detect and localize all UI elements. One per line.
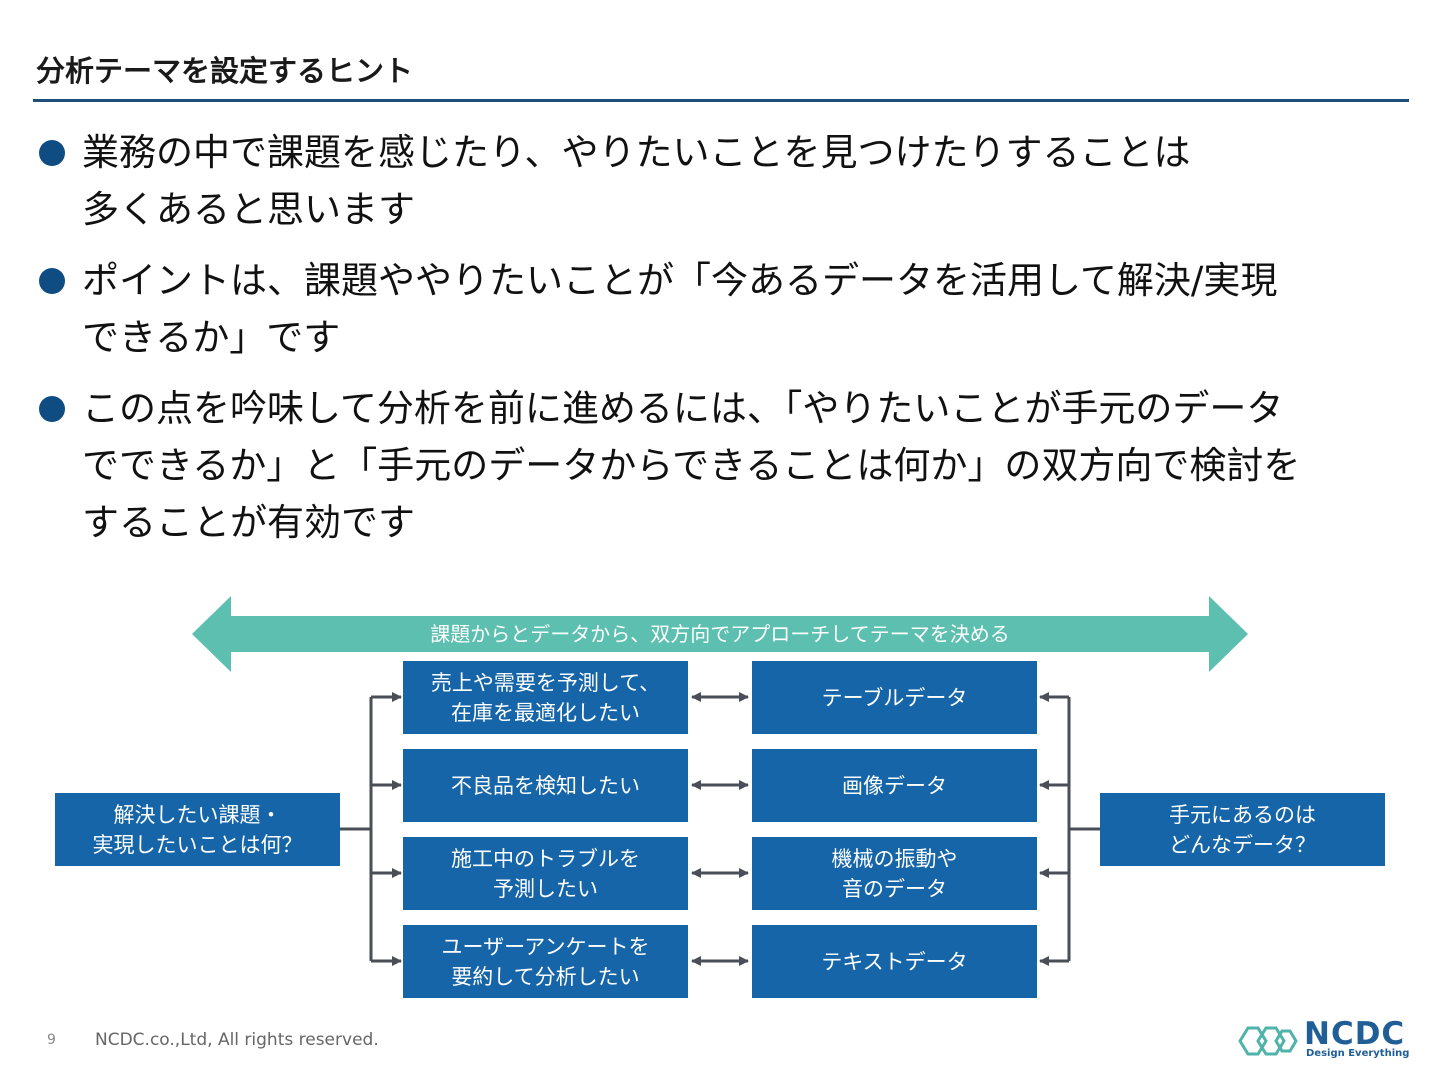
issue-question-box: 解決したい課題・ 実現したいことは何？ xyxy=(55,793,340,866)
copyright-text: NCDC.co.,Ltd, All rights reserved. xyxy=(95,1030,379,1050)
box-line: 不良品を検知したい xyxy=(451,773,640,798)
task-box-defect: 不良品を検知したい xyxy=(403,749,688,822)
banner-label: 課題からとデータから、双方向でアプローチしてテーマを決める xyxy=(430,622,1010,646)
box-line: テキストデータ xyxy=(821,949,968,974)
bullet-line: この点を吟味して分析を前に進めるには、「やりたいことが手元のデータ xyxy=(82,387,1284,430)
logo-wordmark: NCDC xyxy=(1304,1016,1406,1052)
data-box-text: テキストデータ xyxy=(752,925,1037,998)
bullet-item-1: 業務の中で課題を感じたり、やりたいことを見つけたりすることは 多くあると思います xyxy=(36,124,1416,238)
data-box-image: 画像データ xyxy=(752,749,1037,822)
bullet-text-2: ポイントは、課題ややりたいことが「今あるデータを活用して解決/実現 できるか」で… xyxy=(82,252,1416,366)
bullet-text-3: この点を吟味して分析を前に進めるには、「やりたいことが手元のデータ でできるか」… xyxy=(82,380,1416,551)
data-box-table: テーブルデータ xyxy=(752,661,1037,734)
box-line: 施工中のトラブルを xyxy=(451,846,640,871)
page-number: 9 xyxy=(47,1032,56,1048)
bullet-dot-icon xyxy=(39,396,65,422)
task-box-trouble: 施工中のトラブルを 予測したい xyxy=(403,837,688,910)
box-line: どんなデータ？ xyxy=(1169,832,1316,857)
bullet-dot-icon xyxy=(39,268,65,294)
data-box-vibration: 機械の振動や 音のデータ xyxy=(752,837,1037,910)
bullet-dot-icon xyxy=(39,140,65,166)
bullet-item-3: この点を吟味して分析を前に進めるには、「やりたいことが手元のデータ でできるか」… xyxy=(36,380,1416,551)
box-line: 解決したい課題・ xyxy=(113,802,282,827)
box-line: 画像データ xyxy=(842,773,947,798)
box-line: 音のデータ xyxy=(842,876,947,901)
box-line: 予測したい xyxy=(493,876,598,901)
bullet-line: することが有効です xyxy=(82,501,415,544)
logo-tagline: Design Everything xyxy=(1306,1048,1410,1059)
task-box-forecast: 売上や需要を予測して、 在庫を最適化したい xyxy=(403,661,688,734)
box-line: テーブルデータ xyxy=(821,685,968,710)
bullet-line: 多くあると思います xyxy=(82,188,415,231)
box-line: 手元にあるのは xyxy=(1169,802,1316,827)
bullet-text-1: 業務の中で課題を感じたり、やりたいことを見つけたりすることは 多くあると思います xyxy=(82,124,1416,238)
bullet-line: できるか」です xyxy=(82,316,341,359)
bullet-line: ポイントは、課題ややりたいことが「今あるデータを活用して解決/実現 xyxy=(82,259,1278,302)
box-line: 要約して分析したい xyxy=(451,964,640,989)
slide-title: 分析テーマを設定するヒント xyxy=(36,54,414,88)
bullet-item-2: ポイントは、課題ややりたいことが「今あるデータを活用して解決/実現 できるか」で… xyxy=(36,252,1416,366)
logo-mark-icon xyxy=(1238,1026,1298,1056)
box-line: 売上や需要を予測して、 xyxy=(430,670,661,695)
box-line: 実現したいことは何？ xyxy=(92,832,303,857)
box-line: 機械の振動や xyxy=(831,846,958,871)
title-underline xyxy=(33,99,1409,102)
box-line: 在庫を最適化したい xyxy=(450,700,640,725)
bullet-list: 業務の中で課題を感じたり、やりたいことを見つけたりすることは 多くあると思います… xyxy=(36,124,1416,565)
bullet-line: 業務の中で課題を感じたり、やりたいことを見つけたりすることは xyxy=(82,131,1191,174)
box-line: ユーザーアンケートを xyxy=(441,934,650,959)
bidirectional-banner-arrow xyxy=(192,596,1248,672)
data-question-box: 手元にあるのは どんなデータ？ xyxy=(1100,793,1385,866)
task-box-survey: ユーザーアンケートを 要約して分析したい xyxy=(403,925,688,998)
bullet-line: でできるか」と「手元のデータからできることは何か」の双方向で検討を xyxy=(82,444,1301,487)
company-logo: NCDC Design Everything xyxy=(1236,1016,1416,1064)
